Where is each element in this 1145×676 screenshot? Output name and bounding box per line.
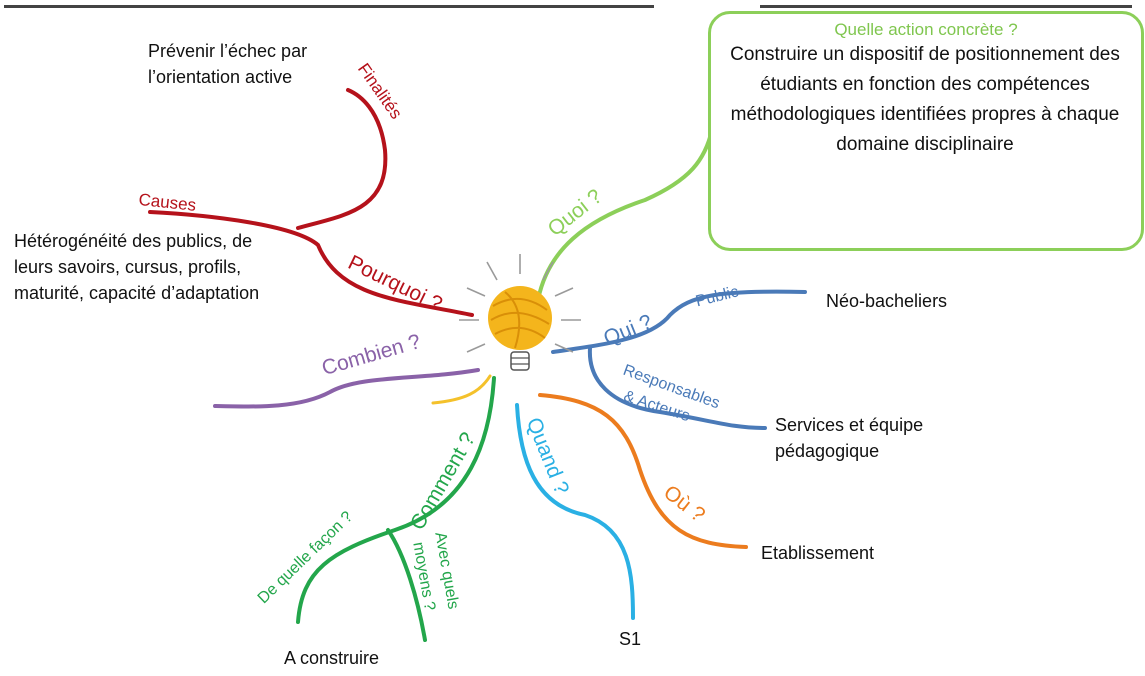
combien-branch-line <box>213 368 480 409</box>
comment-answer: A construire <box>284 648 380 668</box>
callout-body: Construire un dispositif de positionneme… <box>730 44 1120 155</box>
ou-answer: Etablissement <box>761 543 875 563</box>
yarn-lightbulb-icon <box>459 254 581 371</box>
ou-branch-line <box>538 393 748 549</box>
responsables-branch-line <box>587 346 767 430</box>
yellow-branch-line <box>431 374 492 405</box>
qui-branch-line <box>551 289 807 354</box>
callout-title: Quelle action concrète ? <box>834 20 1018 39</box>
quand-answer: S1 <box>619 629 642 649</box>
finalites-branch-line <box>296 88 388 230</box>
moyens-branch-line <box>386 528 427 642</box>
cropped-heading-strip <box>0 0 1145 8</box>
finalites-answer: Prévenir l’échec par l’orientation activ… <box>148 41 308 87</box>
pourquoi-branch-line <box>148 210 474 317</box>
action-callout: Quelle action concrète ? Construire un d… <box>708 11 1144 251</box>
causes-answer: Hétérogénéité des publics, de leurs savo… <box>14 231 260 303</box>
quand-branch-line <box>515 403 635 620</box>
responsables-answer: Services et équipe pédagogique <box>775 415 924 461</box>
comment-branch-line <box>296 376 496 624</box>
public-answer: Néo-bacheliers <box>826 291 948 311</box>
